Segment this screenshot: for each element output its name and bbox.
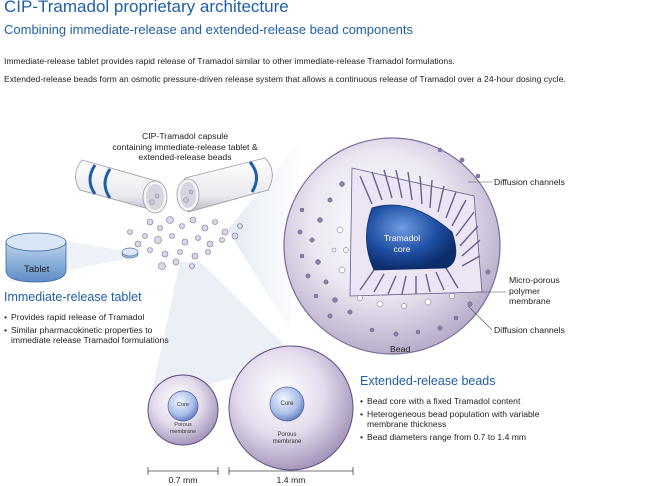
large-bead-illustration — [228, 345, 354, 471]
list-item: Similar pharmacokinetic properties to im… — [4, 325, 184, 346]
intro-text-immediate: Immediate-release tablet provides rapid … — [4, 56, 455, 66]
membrane-label-line-2: polymer — [509, 285, 540, 296]
tablet-label: Tablet — [24, 264, 50, 275]
list-item: Provides rapid release of Tramadol — [4, 312, 184, 323]
immediate-release-bullets: Provides rapid release of Tramadol Simil… — [4, 312, 184, 348]
tramadol-core-label: Tramadol core — [372, 233, 432, 254]
large-bead-core-label: Core — [280, 401, 294, 407]
small-bead-size: 0.7 mm — [168, 475, 198, 485]
bead-label: Bead — [390, 344, 411, 354]
capsule-label-line-1: CIP-Tramadol capsule — [141, 131, 229, 141]
large-bead-membrane-line-2: membrane — [272, 439, 302, 445]
large-bead-membrane-line-1: Porous — [277, 432, 297, 438]
immediate-release-title: Immediate-release tablet — [4, 290, 142, 304]
tablet-illustration — [5, 232, 67, 283]
spilled-beads — [127, 216, 243, 270]
tramadol-core-label-line-2: core — [393, 243, 411, 254]
capsule-label-line-2: containing immediate-release tablet & — [112, 141, 258, 152]
small-bead-membrane-line-2: membrane — [169, 428, 197, 435]
diffusion-channels-top-label: Diffusion channels — [494, 177, 565, 187]
extended-release-bullets: Bead core with a fixed Tramadol content … — [360, 396, 555, 444]
page-title: CIP-Tramadol proprietary architecture — [4, 0, 289, 16]
small-bead-membrane-label: Porous membrane — [160, 422, 206, 435]
tramadol-core-label-line-1: Tramadol — [383, 233, 421, 243]
small-bead-illustration — [147, 374, 219, 446]
membrane-label-line-3: membrane — [509, 296, 551, 306]
list-item: Heterogeneous bead population with varia… — [360, 409, 555, 430]
projection-beam-to-bead-detail — [228, 140, 300, 330]
intro-text-extended: Extended-release beads form an osmotic p… — [4, 74, 566, 84]
diffusion-channels-bottom-label: Diffusion channels — [494, 325, 565, 335]
capsule-label: CIP-Tramadol capsule containing immediat… — [100, 131, 270, 163]
capsule-left-half — [75, 159, 168, 214]
membrane-label-line-1: Micro-porous — [509, 275, 560, 285]
list-item: Bead core with a fixed Tramadol content — [360, 396, 555, 407]
small-bead-core-label: Core — [177, 402, 189, 408]
small-tablet — [121, 247, 139, 259]
large-bead-membrane-label: Porous membrane — [262, 432, 312, 446]
micro-porous-membrane-label: Micro-porous polymer membrane — [509, 275, 560, 307]
extended-release-title: Extended-release beads — [360, 374, 496, 388]
page-subtitle: Combining immediate-release and extended… — [4, 22, 414, 37]
small-bead-membrane-line-1: Porous — [174, 422, 192, 428]
list-item: Bead diameters range from 0.7 to 1.4 mm — [360, 432, 555, 443]
bead-detail-illustration — [283, 137, 506, 355]
capsule-right-half — [176, 157, 273, 213]
size-scale-bars — [147, 467, 354, 475]
large-bead-size: 1.4 mm — [276, 475, 306, 485]
capsule-label-line-3: extended-release beads — [138, 152, 232, 162]
